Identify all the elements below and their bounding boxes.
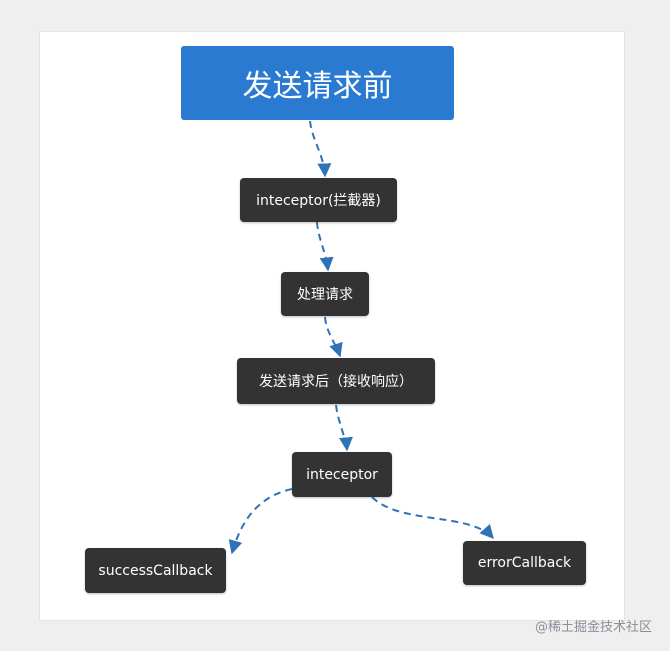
interceptor-request-node: inteceptor(拦截器)	[240, 178, 397, 222]
process-request-node: 处理请求	[281, 272, 369, 316]
connector-after-send-to-interceptor	[335, 404, 353, 452]
connector-process-to-after-send	[324, 316, 343, 358]
start-node: 发送请求前	[181, 46, 454, 120]
interceptor-response-node: inteceptor	[292, 452, 392, 497]
after-send-node: 发送请求后（接收响应）	[237, 358, 435, 404]
connector-interceptor-to-error	[371, 496, 494, 540]
watermark-text: @稀土掘金技术社区	[534, 620, 652, 635]
diagram-canvas	[40, 32, 624, 620]
connector-interceptor-to-process	[316, 221, 334, 272]
connector-interceptor-to-success	[228, 488, 293, 555]
error-callback-node: errorCallback	[463, 541, 586, 585]
connector-start-to-interceptor	[309, 120, 332, 178]
success-callback-node: successCallback	[85, 548, 226, 593]
